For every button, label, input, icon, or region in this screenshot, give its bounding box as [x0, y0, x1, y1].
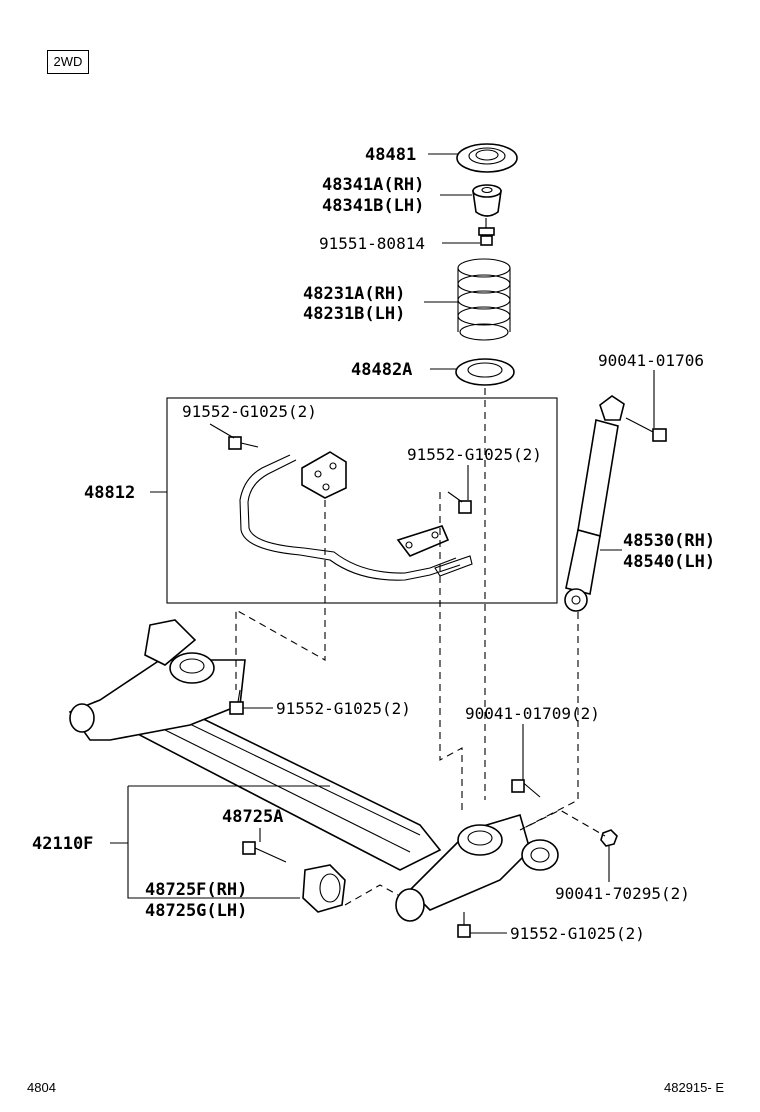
label-48231A: 48231A(RH) — [303, 284, 405, 304]
label-48812: 48812 — [84, 483, 135, 503]
stabilizer-bracket-lower — [396, 525, 473, 577]
axle-bolt-right — [511, 779, 541, 798]
axle-bolt-left — [229, 689, 244, 715]
label-48481: 48481 — [365, 145, 416, 165]
bushing-bolt — [242, 841, 287, 863]
footer-page-code: 4804 — [27, 1080, 56, 1095]
label-48725G: 48725G(LH) — [145, 901, 247, 921]
shock-lower-nut — [600, 829, 618, 847]
label-48530: 48530(RH) — [623, 531, 715, 551]
label-48482A: 48482A — [351, 360, 412, 380]
axle-bushing — [302, 864, 346, 913]
label-42110F: 42110F — [32, 834, 93, 854]
spring-bolt — [478, 218, 495, 246]
label-91552-axle-lower: 91552-G1025(2) — [510, 924, 645, 943]
label-91552-upper-left: 91552-G1025(2) — [182, 402, 317, 421]
stabilizer-bolt-left — [228, 436, 259, 450]
label-91552-upper-right: 91552-G1025(2) — [407, 445, 542, 464]
stabilizer-group-box — [166, 397, 558, 604]
upper-spring-seat — [456, 143, 518, 173]
label-48231B: 48231B(LH) — [303, 304, 405, 324]
coil-spring — [457, 258, 511, 341]
drivetrain-badge: 2WD — [47, 50, 89, 74]
rear-axle-beam — [68, 619, 559, 922]
label-91552-axle-left: 91552-G1025(2) — [276, 699, 411, 718]
shock-upper-bolt — [625, 417, 667, 442]
axle-lower-bolt — [457, 912, 471, 938]
stabilizer-bracket-upper — [301, 451, 347, 499]
footer-figure-code: 482915- E — [664, 1080, 724, 1095]
bump-stopper — [472, 184, 502, 217]
label-48725A: 48725A — [222, 807, 283, 827]
label-90041-01709: 90041-01709(2) — [465, 704, 600, 723]
label-90041-70295: 90041-70295(2) — [555, 884, 690, 903]
label-90041-01706: 90041-01706 — [598, 351, 704, 370]
stabilizer-bolt-right — [447, 491, 472, 514]
label-91551: 91551-80814 — [319, 234, 425, 253]
label-48725F: 48725F(RH) — [145, 880, 247, 900]
label-48341A: 48341A(RH) — [322, 175, 424, 195]
label-48540: 48540(LH) — [623, 552, 715, 572]
label-48341B: 48341B(LH) — [322, 196, 424, 216]
stabilizer-bar — [239, 454, 461, 581]
lower-spring-seat — [455, 358, 515, 386]
shock-absorber — [564, 395, 625, 612]
